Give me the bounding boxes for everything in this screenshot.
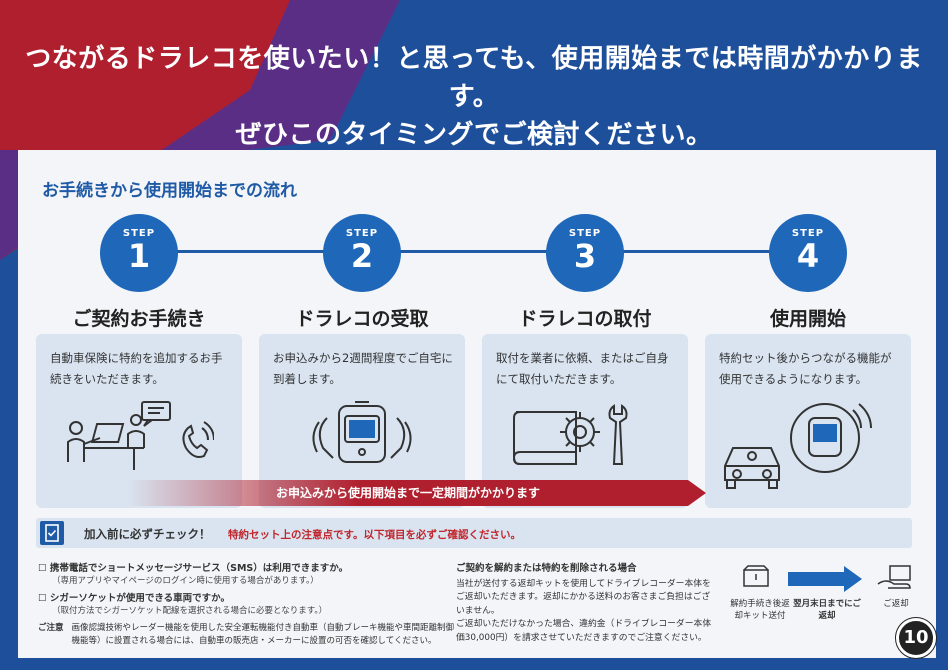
step-label: STEP bbox=[791, 228, 825, 239]
hand-box-icon bbox=[877, 565, 911, 589]
step-4-card: 特約セット後からつながる機能が使用できるようになります。 bbox=[705, 334, 911, 508]
caution-note: ご注意 画像認識技術やレーダー機能を使用した安全運転機能付き自動車（自動ブレーキ… bbox=[38, 622, 458, 648]
checklist-icon bbox=[40, 521, 64, 545]
step-3-badge: STEP 3 bbox=[546, 214, 624, 292]
question-sms-note: （専用アプリやマイページのログイン時に使用する場合があります。） bbox=[52, 576, 319, 586]
step-1-card: 自動車保険に特約を追加するお手続きをいただきます。 bbox=[36, 334, 242, 508]
step-1-title: ご契約お手続き bbox=[72, 308, 206, 330]
dashcam-hands-icon bbox=[312, 401, 412, 463]
cancellation-text-1: 当社が送付する返却キットを使用してドライブレコーダー本体をご返却いただきます。返… bbox=[456, 578, 711, 616]
question-cigar-socket: シガーソケットが使用できる車両ですか。 bbox=[49, 593, 230, 604]
page-number: 10 bbox=[895, 617, 937, 659]
step-number: 1 bbox=[127, 237, 151, 275]
operator-phone-icon bbox=[67, 401, 214, 470]
cancellation-notes: ご契約を解約または特約を削除される場合 当社が送付する返却キットを使用してドライ… bbox=[456, 562, 718, 645]
question-sms: 携帯電話でショートメッセージサービス（SMS）は利用できますか。 bbox=[49, 563, 349, 574]
installation-tools-icon bbox=[512, 404, 628, 465]
headline-line-1: つながるドラレコを使いたい！と思っても、使用開始までは時間がかかります。 bbox=[25, 44, 923, 112]
return-flow: 解約手続き後返却キット送付 翌月末日までにご返却 ご返却 bbox=[730, 560, 930, 640]
step-connector-line bbox=[138, 250, 818, 253]
caution-label: ご注意 bbox=[38, 623, 64, 633]
period-note: お申込みから使用開始まで一定期間がかかります bbox=[275, 486, 540, 500]
step-2-description: お申込みから2週間程度でご自宅に到着します。 bbox=[273, 351, 453, 386]
step-4-description: 特約セット後からつながる機能が使用できるようになります。 bbox=[719, 351, 892, 386]
checklist-item: ☐ 携帯電話でショートメッセージサービス（SMS）は利用できますか。 （専用アプ… bbox=[38, 562, 458, 588]
step-4-title: 使用開始 bbox=[769, 308, 846, 330]
step-2-title: ドラレコの受取 bbox=[295, 308, 429, 330]
return-step-1: 解約手続き後返却キット送付 bbox=[730, 599, 790, 621]
step-2-badge: STEP 2 bbox=[323, 214, 401, 292]
return-arrow-icon bbox=[788, 566, 862, 592]
headline-line-2: ぜひこのタイミングでご検討ください。 bbox=[235, 120, 713, 150]
step-3-title: ドラレコの取付 bbox=[518, 308, 652, 330]
period-arrow bbox=[128, 480, 706, 506]
return-step-2: 翌月末日までにご返却 bbox=[793, 599, 861, 621]
caution-text: 画像認識技術やレーダー機能を使用した安全運転機能付き自動車（自動ブレーキ機能や車… bbox=[71, 623, 455, 646]
step-4-badge: STEP 4 bbox=[769, 214, 847, 292]
car-dashcam-signal-icon bbox=[724, 403, 872, 489]
step-label: STEP bbox=[345, 228, 379, 239]
cancellation-text-2: ご返却いただけなかった場合、違約金（ドライブレコーダー本体価30,000円）を請… bbox=[456, 619, 712, 643]
step-3-card: 取付を業者に依頼、またはご自身にて取付いただきます。 bbox=[482, 334, 688, 508]
checklist-item: ☐ シガーソケットが使用できる車両ですか。 （取付方法でシガーソケット配線を選択… bbox=[38, 592, 458, 618]
step-number: 2 bbox=[350, 237, 374, 275]
step-label: STEP bbox=[568, 228, 602, 239]
headline: つながるドラレコを使いたい！と思っても、使用開始までは時間がかかります。 ぜひこ… bbox=[0, 40, 948, 154]
flow-panel: お手続きから使用開始までの流れ STEP 1 ご契約お手続き 自動車保険に特約を… bbox=[18, 150, 936, 658]
step-1-badge: STEP 1 bbox=[100, 214, 178, 292]
step-number: 4 bbox=[796, 237, 820, 275]
step-2-card: お申込みから2週間程度でご自宅に到着します。 bbox=[259, 334, 465, 508]
step-number: 3 bbox=[573, 237, 597, 275]
step-1-description: 自動車保険に特約を追加するお手続きをいただきます。 bbox=[50, 351, 223, 386]
step-3-description: 取付を業者に依頼、またはご自身にて取付いただきます。 bbox=[496, 351, 669, 386]
checklist-notes: ☐ 携帯電話でショートメッセージサービス（SMS）は利用できますか。 （専用アプ… bbox=[38, 562, 458, 648]
check-bar: 加入前に必ずチェック！ 特約セット上の注意点です。以下項目を必ずご確認ください。 bbox=[36, 518, 912, 548]
step-label: STEP bbox=[122, 228, 156, 239]
check-note: 特約セット上の注意点です。以下項目を必ずご確認ください。 bbox=[228, 529, 521, 541]
return-step-3: ご返却 bbox=[883, 599, 909, 609]
check-label: 加入前に必ずチェック！ bbox=[84, 527, 211, 541]
box-icon bbox=[743, 565, 769, 587]
cancellation-title: ご契約を解約または特約を削除される場合 bbox=[456, 563, 637, 574]
flow-title: お手続きから使用開始までの流れ bbox=[42, 181, 297, 201]
question-cigar-socket-note: （取付方法でシガーソケット配線を選択される場合に必要となります。） bbox=[52, 606, 328, 616]
